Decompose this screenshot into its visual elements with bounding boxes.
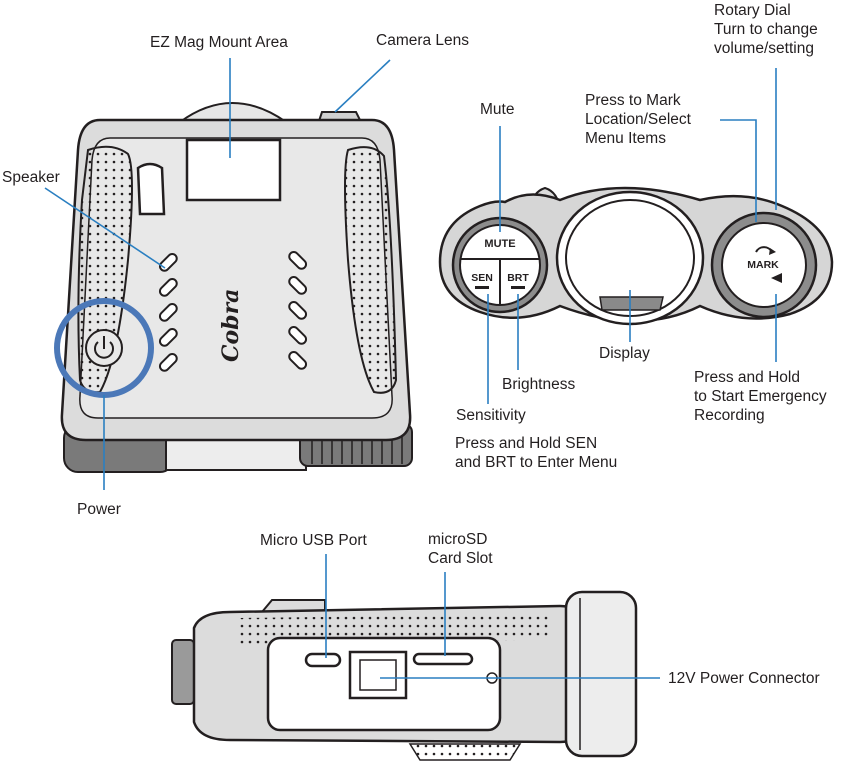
label-display: Display: [599, 345, 650, 362]
label-micro-usb: Micro USB Port: [260, 532, 367, 549]
label-emergency-line-3: Recording: [694, 407, 765, 424]
label-camera-lens: Camera Lens: [376, 32, 470, 49]
top-view: MUTE SEN BRT MARK: [438, 186, 834, 326]
power-connector-inner: [359, 659, 397, 691]
front-view: Cobra: [54, 102, 413, 473]
sen-button-label: SEN: [471, 272, 493, 284]
label-emergency-line-1: Press and Hold: [694, 369, 800, 386]
label-mark: Press to Mark Location/Select Menu Items: [585, 91, 691, 148]
microsd-slot[interactable]: [412, 652, 474, 666]
label-power: Power: [77, 501, 121, 518]
brt-indicator: [511, 286, 525, 289]
sen-indicator: [475, 286, 489, 289]
side-view: [171, 590, 638, 761]
label-mark-line-1: Press to Mark: [585, 92, 681, 109]
label-emergency: Press and Hold to Start Emergency Record…: [694, 368, 827, 425]
label-rotary-dial: Rotary Dial Turn to change volume/settin…: [714, 1, 818, 58]
label-dial-line-3: volume/setting: [714, 40, 814, 57]
label-dial-line-2: Turn to change: [714, 21, 818, 38]
leader-lines: [44, 58, 777, 679]
mag-mount-window: [185, 138, 282, 202]
label-speaker: Speaker: [2, 169, 60, 186]
rotate-arrow-head-icon: [769, 248, 776, 255]
strap-slot: [136, 162, 166, 216]
label-ez-mag-mount: EZ Mag Mount Area: [150, 34, 288, 51]
label-12v-connector: 12V Power Connector: [668, 670, 820, 687]
power-icon: [94, 336, 114, 359]
label-dial-line-1: Rotary Dial: [714, 2, 791, 19]
side-left-cap: [171, 639, 195, 705]
mark-button-label: MARK: [747, 259, 779, 271]
mark-button[interactable]: [721, 222, 807, 308]
label-emergency-line-2: to Start Emergency: [694, 388, 827, 405]
display-screen: [599, 296, 664, 311]
label-mute: Mute: [480, 101, 515, 118]
label-brightness: Brightness: [502, 376, 576, 393]
speaker-grille-right: [288, 250, 308, 370]
label-menu-line-2: and BRT to Enter Menu: [455, 454, 618, 471]
label-menu-line-1: Press and Hold SEN: [455, 435, 598, 452]
svg-text:Cobra: Cobra: [218, 289, 244, 362]
side-bottom-dots: [408, 743, 522, 761]
mark-arrow-icon: [771, 273, 782, 283]
label-sd-line-1: microSD: [428, 531, 488, 548]
label-enter-menu: Press and Hold SEN and BRT to Enter Menu: [455, 434, 617, 472]
label-sensitivity: Sensitivity: [456, 407, 526, 424]
label-mark-line-2: Location/Select: [585, 111, 691, 128]
side-lens-cap: [564, 590, 638, 758]
micro-usb-port[interactable]: [304, 652, 342, 668]
brt-button-label: BRT: [507, 272, 529, 284]
label-mark-line-3: Menu Items: [585, 130, 666, 147]
right-grip: [344, 146, 398, 394]
brand-logo: Cobra: [218, 289, 244, 362]
label-microsd: microSD Card Slot: [428, 530, 493, 568]
label-sd-line-2: Card Slot: [428, 550, 493, 567]
mid-foot: [165, 435, 307, 471]
mute-button-label: MUTE: [484, 238, 515, 250]
speaker-grille-left: [158, 252, 178, 372]
